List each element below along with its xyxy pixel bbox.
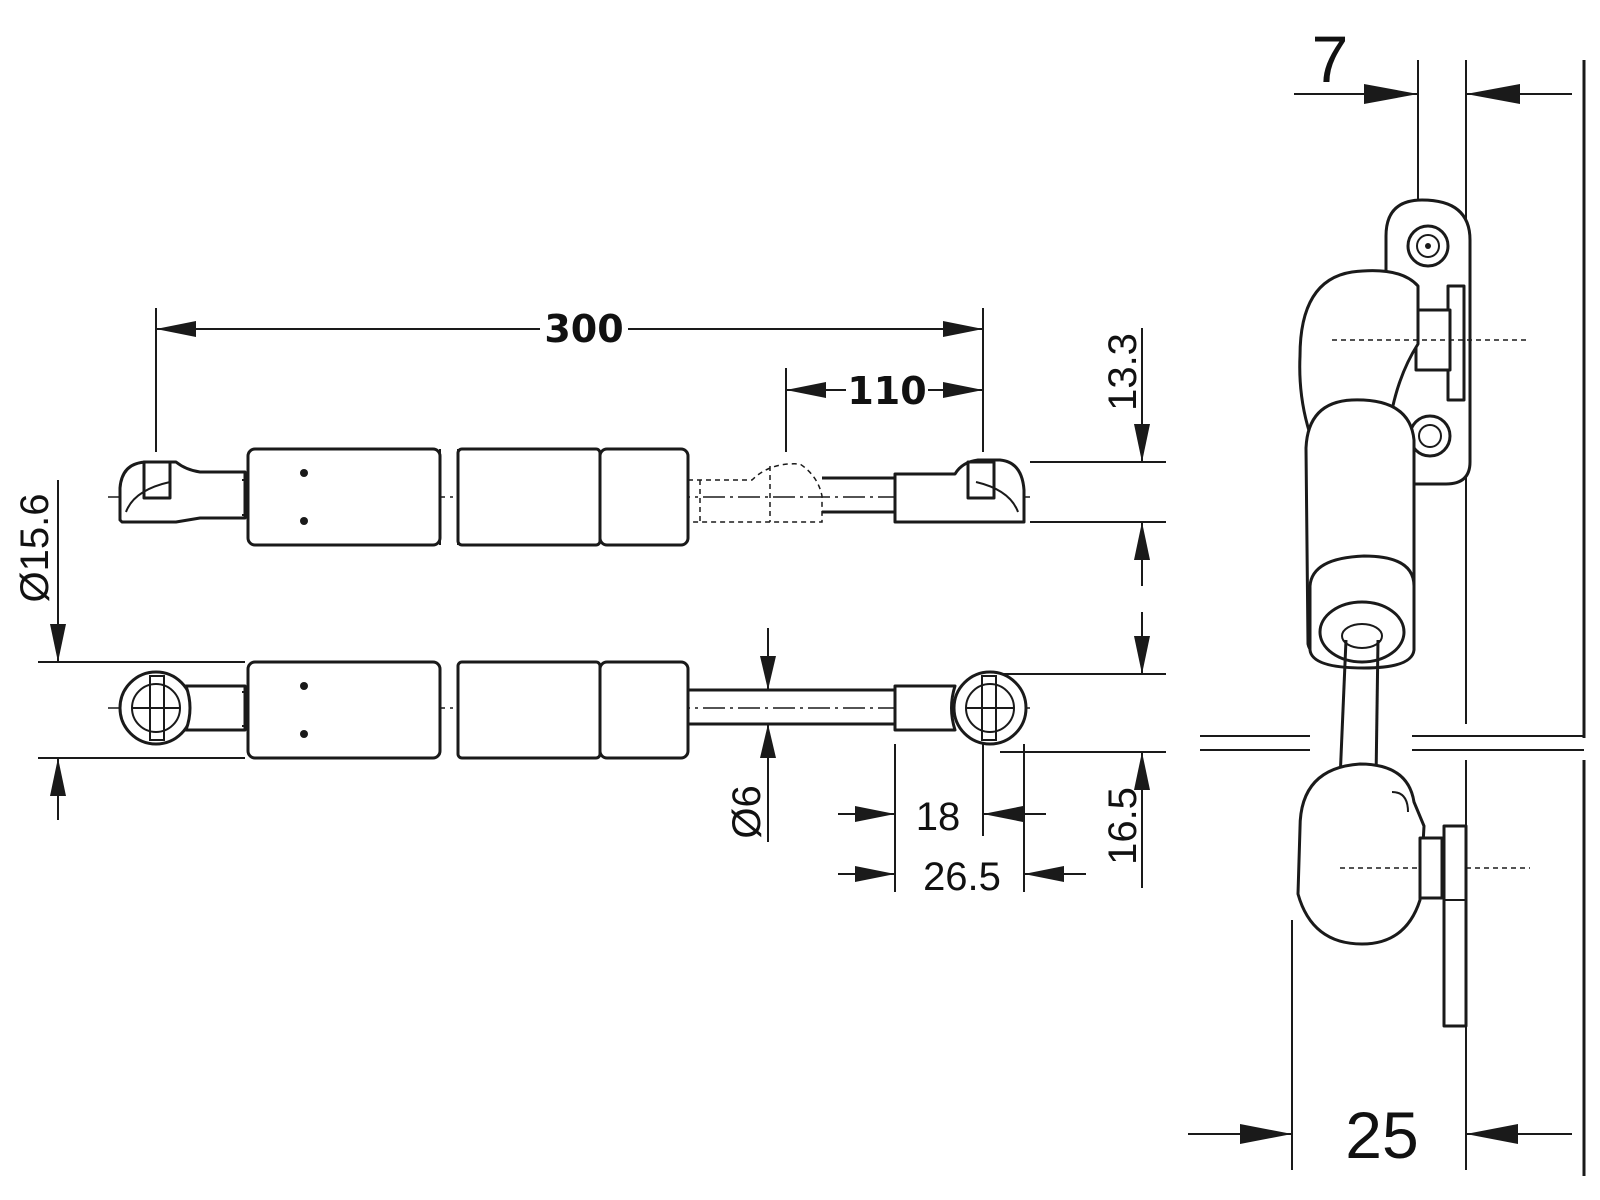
dim-diameter-15-6: Ø15.6 bbox=[13, 480, 245, 820]
dim-300-label: 300 bbox=[544, 307, 623, 351]
dim-diameter-6-label: Ø6 bbox=[725, 785, 769, 838]
dim-13-3-label: 13.3 bbox=[1101, 333, 1145, 411]
dim-7-label: 7 bbox=[1312, 22, 1349, 96]
dim-13-3: 13.3 bbox=[1030, 328, 1166, 586]
dim-26-5: 26.5 bbox=[838, 744, 1086, 899]
strut-bottom-view bbox=[108, 660, 1030, 760]
dim-16-5: 16.5 bbox=[1000, 612, 1166, 888]
bracket-assembly-view: 7 25 bbox=[1188, 22, 1586, 1176]
dim-18-label: 18 bbox=[916, 795, 961, 839]
dim-110: 110 bbox=[785, 368, 983, 452]
strut-top-view bbox=[108, 447, 1030, 547]
dim-26-5-label: 26.5 bbox=[923, 855, 1001, 899]
dim-18: 18 bbox=[838, 744, 1046, 892]
dim-110-label: 110 bbox=[847, 369, 926, 413]
dim-16-5-label: 16.5 bbox=[1101, 787, 1145, 865]
dim-diameter-15-6-label: Ø15.6 bbox=[13, 494, 57, 603]
dim-25-label: 25 bbox=[1345, 1098, 1418, 1172]
dim-300: 300 bbox=[155, 307, 984, 452]
dim-diameter-6: Ø6 bbox=[725, 628, 776, 842]
